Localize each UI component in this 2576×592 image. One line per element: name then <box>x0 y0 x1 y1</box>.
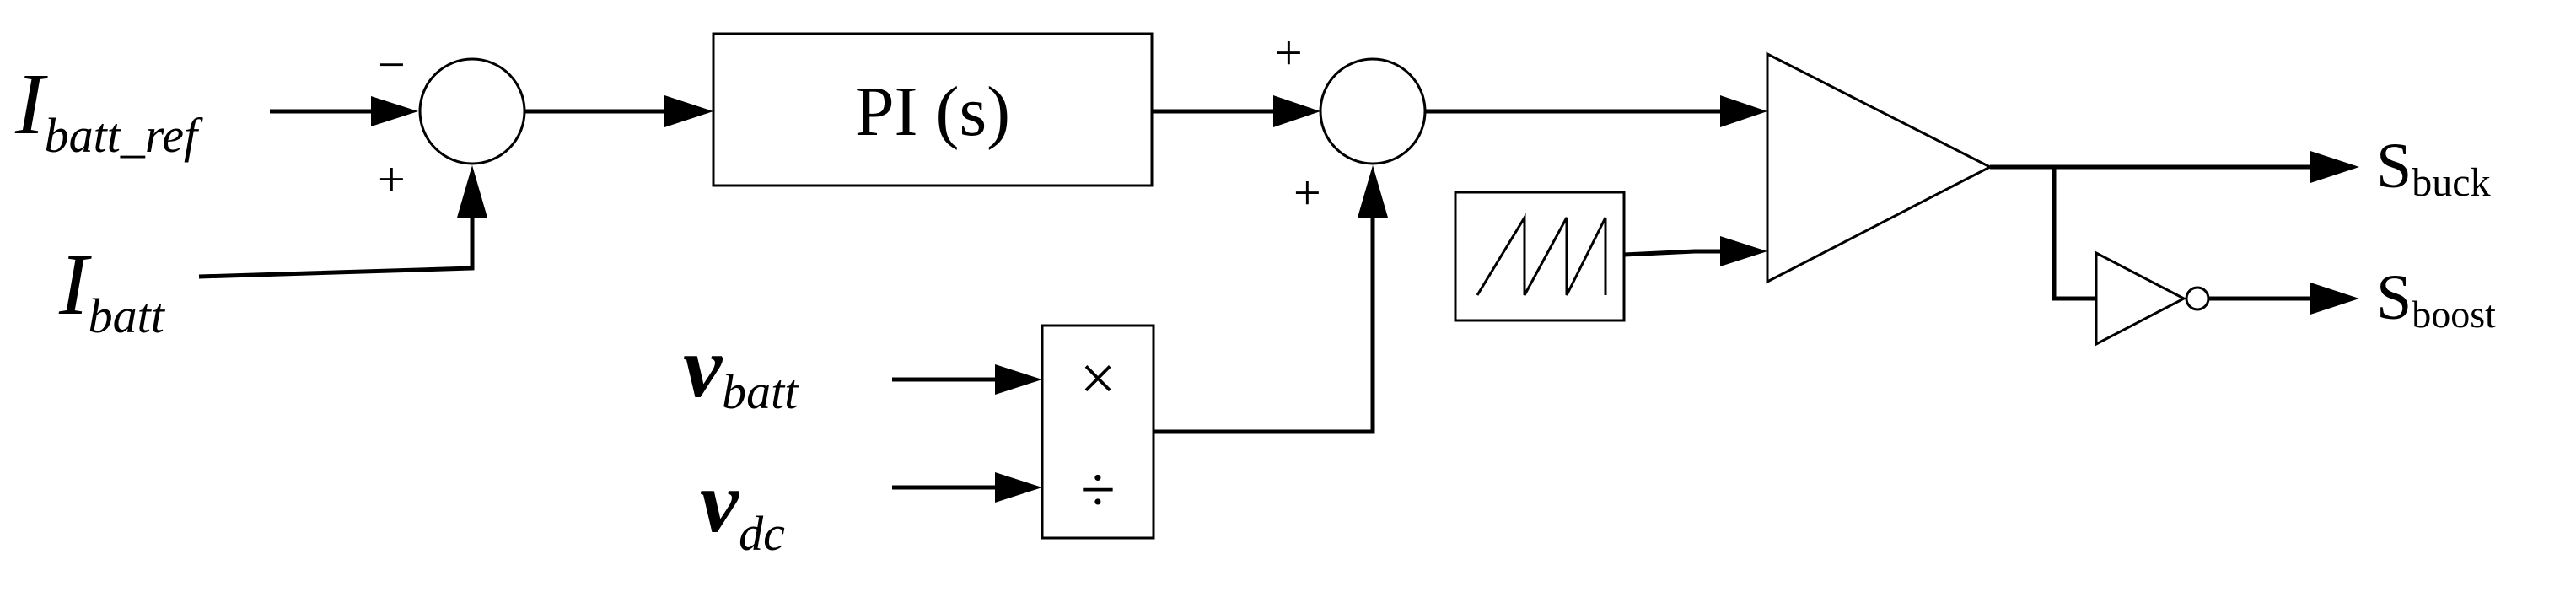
arrow-into-sum1-bottom <box>457 165 487 218</box>
arrow-into-math-bottom <box>995 472 1042 503</box>
arrow-into-sum2-left <box>1273 95 1320 127</box>
inverter-gate <box>2095 250 2187 347</box>
input-v-dc-label: vdc <box>700 454 785 561</box>
wire-carrier-to-comparator <box>1623 249 1720 257</box>
arrow-into-pi <box>664 95 713 127</box>
inverter-bubble <box>2185 286 2210 311</box>
sum1-plus-sign: + <box>378 152 406 207</box>
arrow-into-comparator-bottom <box>1720 236 1767 266</box>
sum2-bottom-plus-sign: + <box>1293 165 1321 220</box>
summing-junction-1 <box>418 57 526 165</box>
arrow-s-boost <box>2310 283 2359 315</box>
arrow-into-comparator-top <box>1720 95 1767 127</box>
input-v-batt-label: vbatt <box>683 319 799 419</box>
arrow-into-sum1-left <box>371 96 418 126</box>
pi-block-label: PI (s) <box>855 73 1010 151</box>
arrow-into-math-top <box>995 364 1042 395</box>
comparator <box>1766 51 1993 284</box>
summing-junction-2 <box>1319 57 1427 165</box>
divide-symbol: ÷ <box>1080 455 1116 525</box>
input-i-batt-label: Ibatt <box>58 236 166 343</box>
input-i-batt-ref-label: Ibatt_ref <box>14 56 203 163</box>
multiply-symbol: × <box>1080 343 1116 414</box>
output-s-boost-label: Sboost <box>2376 262 2496 336</box>
arrow-into-sum2-bottom <box>1358 165 1388 218</box>
output-s-buck-label: Sbuck <box>2376 131 2491 205</box>
wire-math-to-sum2 <box>1154 218 1375 434</box>
wire-ibatt-to-sum1 <box>198 218 475 279</box>
sum1-minus-sign: − <box>378 37 406 92</box>
sawtooth-waveform-icon <box>1476 213 1607 296</box>
sawtooth-carrier-block <box>1454 191 1626 322</box>
divide-block <box>1041 324 1155 540</box>
sum2-left-plus-sign: + <box>1275 25 1303 80</box>
pi-controller-block <box>712 32 1154 187</box>
wire-to-inverter <box>2052 167 2096 301</box>
arrow-s-buck <box>2310 151 2359 183</box>
